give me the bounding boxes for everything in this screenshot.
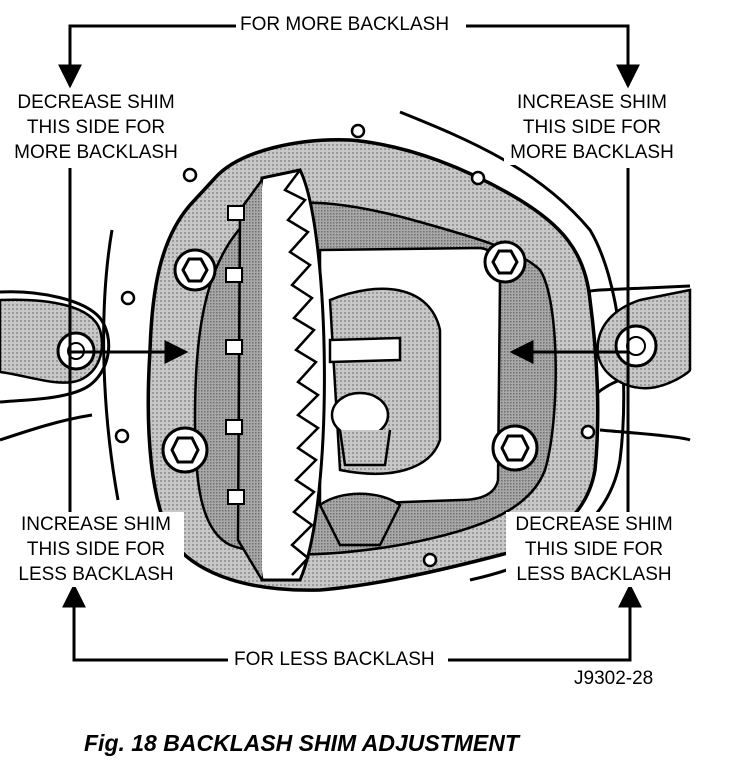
top-right-line-2: THIS SIDE FOR [522, 117, 662, 138]
figure-code: J9302-28 [574, 668, 654, 689]
left-axle-flange [0, 298, 104, 384]
top-bracket-right [466, 24, 640, 89]
bolt-bottom-right [491, 424, 539, 472]
bottom-left-line-1: INCREASE SHIM [21, 514, 171, 535]
top-left-line-3: MORE BACKLASH [14, 142, 178, 163]
bottom-right-line-2: THIS SIDE FOR [524, 539, 664, 560]
bottom-right-label: DECREASE SHIM THIS SIDE FOR LESS BACKLAS… [506, 512, 682, 587]
cover-holes [114, 123, 596, 568]
bottom-left-label: INCREASE SHIM THIS SIDE FOR LESS BACKLAS… [8, 512, 184, 587]
bottom-bracket-right [448, 583, 642, 662]
pinion-gears [318, 336, 402, 547]
top-left-label: DECREASE SHIM THIS SIDE FOR MORE BACKLAS… [8, 90, 184, 165]
bottom-left-line-3: LESS BACKLASH [18, 564, 174, 585]
bolt-top-right [483, 240, 527, 284]
top-arrow-text: FOR MORE BACKLASH [240, 14, 450, 35]
top-left-line-2: THIS SIDE FOR [26, 117, 166, 138]
backlash-arrows [58, 24, 642, 662]
bottom-arrow-text: FOR LESS BACKLASH [234, 649, 435, 670]
top-arrow-label: FOR MORE BACKLASH [236, 12, 454, 37]
bolt-top-left [173, 248, 217, 292]
top-right-label: INCREASE SHIM THIS SIDE FOR MORE BACKLAS… [504, 90, 680, 165]
bottom-right-line-1: DECREASE SHIM [515, 514, 673, 535]
top-bracket-left [58, 24, 236, 89]
ring-gear [225, 168, 326, 582]
right-axle-flange [596, 288, 692, 390]
top-right-line-3: MORE BACKLASH [510, 142, 674, 163]
bolt-bottom-left [161, 426, 209, 474]
bottom-arrow-label: FOR LESS BACKLASH [230, 647, 439, 672]
housing-bolts [161, 240, 539, 474]
top-right-line-1: INCREASE SHIM [517, 92, 667, 113]
bottom-right-line-3: LESS BACKLASH [516, 564, 672, 585]
bottom-bracket-left [62, 583, 228, 662]
top-left-line-1: DECREASE SHIM [17, 92, 175, 113]
bottom-left-line-2: THIS SIDE FOR [26, 539, 166, 560]
figure-caption: Fig. 18 BACKLASH SHIM ADJUSTMENT [84, 730, 519, 756]
